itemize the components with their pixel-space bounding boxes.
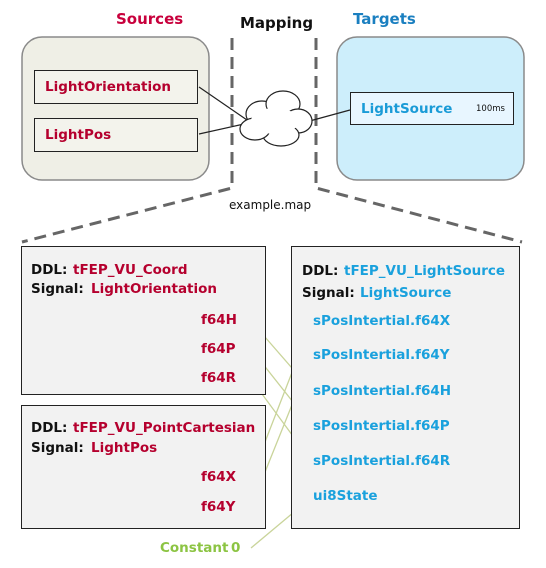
- target-field-ui8state[interactable]: ui8State: [313, 488, 378, 504]
- signal-label: Signal:: [302, 285, 355, 301]
- signal-value: LightPos: [91, 440, 158, 456]
- mapping-header: Mapping: [240, 14, 314, 32]
- signal-label: Signal:: [31, 281, 84, 297]
- source-item-lightorientation[interactable]: LightOrientation: [34, 70, 198, 104]
- source-to-cloud-lines: [198, 86, 351, 135]
- sources-container: [21, 36, 210, 181]
- source-item-lightpos[interactable]: LightPos: [34, 118, 198, 152]
- target-field-spos-f64p[interactable]: sPosIntertial.f64P: [313, 418, 450, 434]
- targets-header: Targets: [353, 10, 416, 28]
- target-field-spos-f64r[interactable]: sPosIntertial.f64R: [313, 453, 451, 469]
- ddl-label: DDL:: [302, 263, 339, 279]
- field-f64r[interactable]: f64R: [201, 370, 237, 386]
- ddl-value: tFEP_VU_Coord: [73, 262, 188, 278]
- signal-value: LightOrientation: [91, 281, 218, 297]
- sources-header: Sources: [116, 10, 184, 28]
- target-field-spos-f64h[interactable]: sPosIntertial.f64H: [313, 383, 452, 399]
- field-f64h[interactable]: f64H: [201, 312, 237, 328]
- ddl-label: DDL:: [31, 262, 68, 278]
- target-field-spos-f64x[interactable]: sPosIntertial.f64X: [313, 313, 451, 329]
- constant-value[interactable]: 0: [231, 540, 241, 556]
- target-item-lightsource[interactable]: LightSource: [350, 92, 514, 125]
- source-panel-coord: [21, 246, 266, 395]
- ddl-label: DDL:: [31, 420, 68, 436]
- mapping-dashed-lines: [21, 38, 523, 244]
- target-field-spos-f64y[interactable]: sPosIntertial.f64Y: [313, 347, 450, 363]
- constant-label: Constant: [160, 540, 229, 556]
- ddl-value: tFEP_VU_PointCartesian: [73, 420, 256, 436]
- mapping-file-name: example.map: [229, 198, 312, 212]
- signal-label: Signal:: [31, 440, 84, 456]
- ddl-value: tFEP_VU_LightSource: [344, 263, 506, 279]
- signal-value: LightSource: [360, 285, 452, 301]
- target-panel-lightsource: [291, 246, 520, 529]
- source-panel-pointcartesian: [21, 405, 266, 529]
- target-period: 100ms: [476, 104, 505, 114]
- target-item-label: LightSource: [361, 100, 453, 117]
- field-f64y[interactable]: f64Y: [201, 499, 236, 515]
- field-f64p[interactable]: f64P: [201, 341, 236, 357]
- field-f64x[interactable]: f64X: [201, 469, 237, 485]
